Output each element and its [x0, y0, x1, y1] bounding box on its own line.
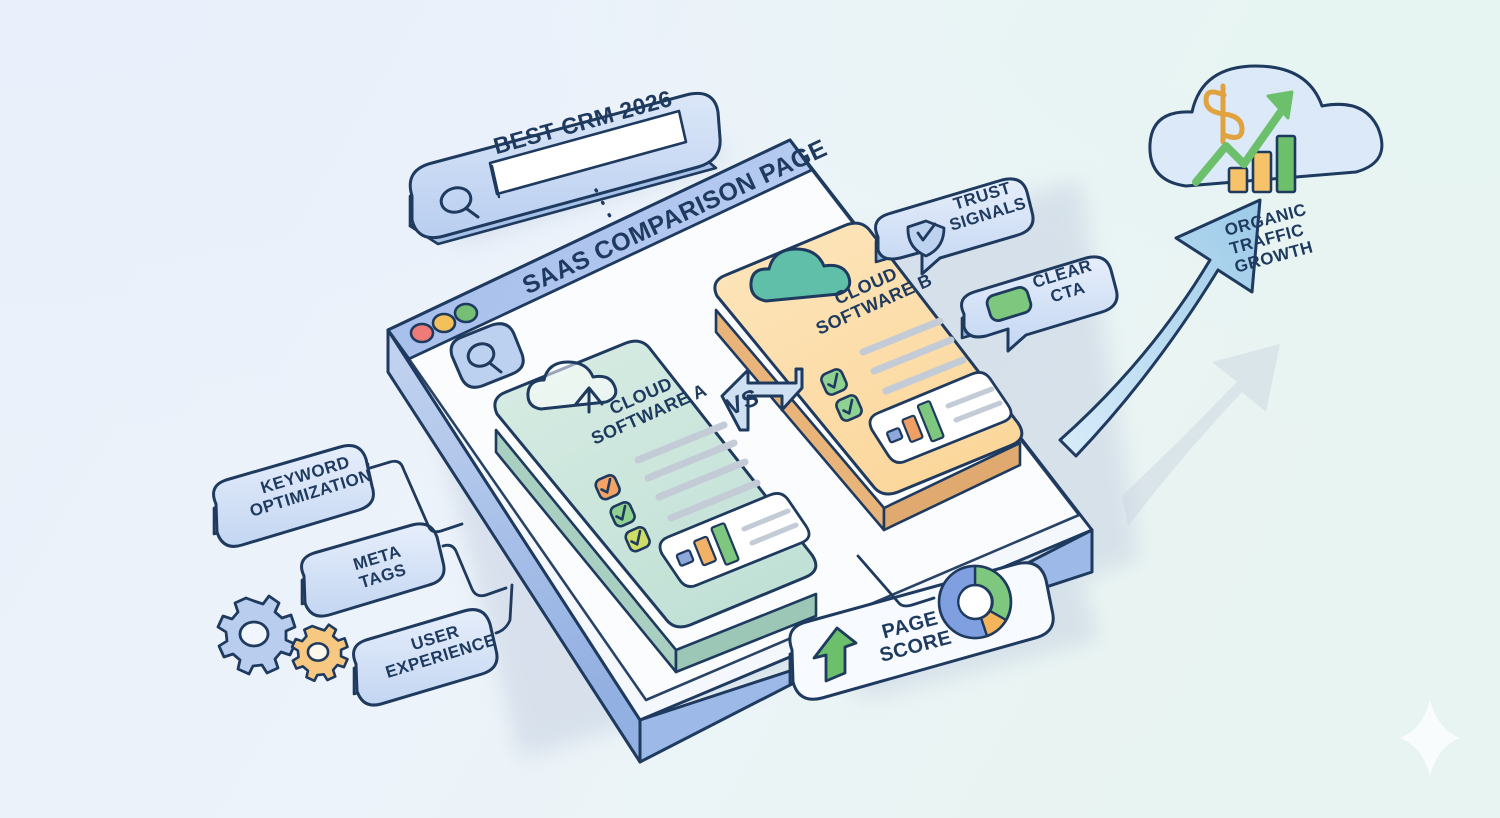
search-bar-group: [408, 91, 722, 246]
page-score-badge: [788, 561, 1055, 701]
arrow-up-icon: [812, 626, 858, 683]
growth-arrow: [1058, 198, 1280, 526]
sparkle-icon: [1400, 700, 1460, 776]
cloud-icon: [749, 247, 852, 303]
checklist-b: [820, 368, 863, 422]
browser-search-button: [449, 322, 525, 389]
window-minimize-dot: [431, 312, 457, 334]
card-b-mini-panel: [868, 371, 1013, 464]
factor-connectors: [368, 459, 514, 635]
callout-clear-cta: [960, 255, 1119, 353]
growth-cloud-graphic: [1148, 64, 1384, 194]
checklist-a: [594, 474, 651, 553]
page-score-donut: [937, 564, 1013, 640]
window-maximize-dot: [453, 302, 479, 324]
button-icon: [985, 286, 1033, 322]
factor-keyword-optimization: [212, 444, 375, 548]
card-a-mini-panel: [658, 492, 811, 588]
gear-small: [290, 623, 349, 683]
cloud-upload-icon: [526, 360, 618, 414]
factor-meta-tags: [300, 522, 446, 618]
factor-user-experience: [352, 608, 499, 707]
search-icon: [439, 186, 480, 219]
card-software-b: [713, 221, 1024, 532]
callout-trust-signals: [874, 177, 1035, 276]
shield-check-icon: [906, 219, 946, 258]
vs-badge: [720, 367, 804, 432]
card-a-bar-chart: [675, 522, 740, 567]
page-score-connector: [856, 554, 936, 608]
card-software-a: [493, 339, 818, 674]
gear-large: [216, 594, 297, 676]
dollar-icon: [1203, 83, 1245, 145]
connector-dotted: [594, 188, 634, 260]
card-b-text-lines: [859, 317, 967, 395]
card-b-bar-chart: [886, 400, 945, 444]
growth-bar-chart: [1227, 134, 1297, 194]
card-a-text-lines: [634, 421, 761, 522]
trend-up-arrow-icon: [1192, 106, 1286, 186]
window-close-dot: [409, 322, 435, 344]
